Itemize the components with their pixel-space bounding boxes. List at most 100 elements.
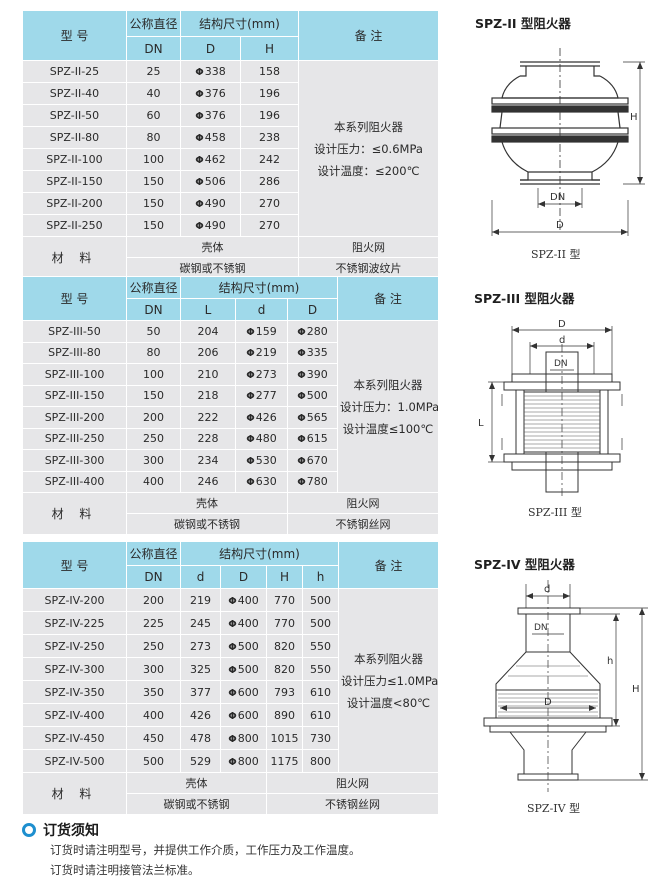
value-cell: Φ400 [220,588,267,612]
cell-value: 462 [204,153,226,166]
drawing-spz-iv: d DN D h H [483,580,648,792]
cell-value: 800 [237,754,259,768]
header-col-h: h [302,565,339,589]
header-col-H: H [266,565,303,589]
drawing-spz-ii: H DN D [491,48,645,236]
value-cell: 770 [266,611,303,635]
cell-value: 1175 [270,754,299,768]
cell-value: 400 [237,593,259,607]
cell-value: 450 [143,731,164,745]
cell-value: SPZ-III-80 [48,346,101,360]
value-cell: Φ335 [286,341,339,364]
cell-value: 335 [306,346,328,360]
cell-value: 630 [255,475,277,489]
cell-value: 400 [143,475,164,489]
model-cell: SPZ-II-150 [22,170,127,193]
cell-value: 218 [197,389,219,403]
cell-value: 206 [197,346,219,360]
cell-value: 530 [255,453,277,467]
material-row: 材 料壳体阻火网 [22,772,439,815]
cell-value: 234 [197,453,219,467]
cell-value: 820 [274,662,295,676]
value-cell: Φ500 [220,634,267,658]
material-core-value: 不锈钢丝网 [286,513,440,535]
cell-value: 219 [255,346,277,360]
value-cell: 204 [180,320,236,343]
diameter-symbol: Φ [228,733,237,745]
value-cell: 200 [126,588,181,612]
value-cell: 238 [240,126,299,149]
header-dn-sub: DN [126,298,181,321]
cell-value: SPZ-III-250 [44,432,105,446]
cell-value: 800 [310,754,331,768]
header-col-D: D [286,298,339,321]
diameter-symbol: Φ [228,595,237,607]
value-cell: Φ800 [220,749,267,773]
cell-value: SPZ-III-400 [44,475,105,489]
model-cell: SPZ-IV-200 [22,588,127,612]
cell-value: 159 [255,324,277,338]
cell-value: 500 [310,593,331,607]
header-remark: 备 注 [338,541,439,589]
value-cell: 150 [126,192,181,215]
header-dims: 结构尺寸(mm) [180,10,299,37]
material-row: 碳钢或不锈钢不锈钢丝网 [23,513,440,535]
header-dims: 结构尺寸(mm) [179,276,339,299]
value-cell: 770 [266,588,303,612]
diameter-symbol: Φ [246,455,255,467]
diameter-symbol: Φ [297,455,306,467]
model-cell: SPZ-III-100 [22,363,127,386]
material-shell-value: 碳钢或不锈钢 [126,513,288,535]
cell-value: 500 [237,639,259,653]
value-cell: 225 [126,611,181,635]
model-cell: SPZ-IV-225 [22,611,127,635]
cell-value: 426 [255,410,277,424]
cell-value: 730 [310,731,331,745]
value-cell: Φ462 [180,148,241,171]
figure-title-spz-iv: SPZ-IV 型阻火器 [474,557,575,572]
cell-value: 770 [274,616,295,630]
value-cell: 1015 [266,726,303,750]
value-cell: 222 [180,406,236,429]
material-label: 材 料 [22,492,127,535]
cell-value: 890 [274,708,295,722]
cell-value: SPZ-III-200 [44,410,105,424]
value-cell: 550 [302,657,339,681]
diameter-symbol: Φ [246,477,255,489]
material-label: 材 料 [22,236,127,279]
header-dn: 公称直径 [126,276,181,299]
cell-value: 150 [143,175,164,188]
cell-value: 246 [197,475,219,489]
material-core: 阻火网 [286,492,440,514]
diameter-symbol: Φ [195,89,204,100]
value-cell: 820 [266,634,303,658]
remark-line: 设计压力≤1.0MPa [341,673,439,688]
header-col-l: L [180,298,236,321]
value-cell: Φ600 [220,703,267,727]
value-cell: 150 [126,170,181,193]
cell-value: 400 [143,708,164,722]
model-cell: SPZ-II-100 [22,148,127,171]
spec-table-spz-iv: 型 号 公称直径 结构尺寸(mm) 备 注 DN d D H h SPZ-IV-… [22,541,439,815]
value-cell: 400 [126,470,181,493]
diameter-symbol: Φ [246,369,255,381]
cell-value: 670 [306,453,328,467]
cell-value: SPZ-II-50 [49,109,100,122]
value-cell: 80 [126,341,181,364]
model-cell: SPZ-II-80 [22,126,127,149]
value-cell: Φ280 [286,320,339,343]
header-dn: 公称直径 [126,541,181,566]
cell-value: 238 [259,131,280,144]
model-cell: SPZ-IV-350 [22,680,127,704]
cell-value: SPZ-II-250 [46,219,103,232]
dim-label-H: H [632,684,640,695]
